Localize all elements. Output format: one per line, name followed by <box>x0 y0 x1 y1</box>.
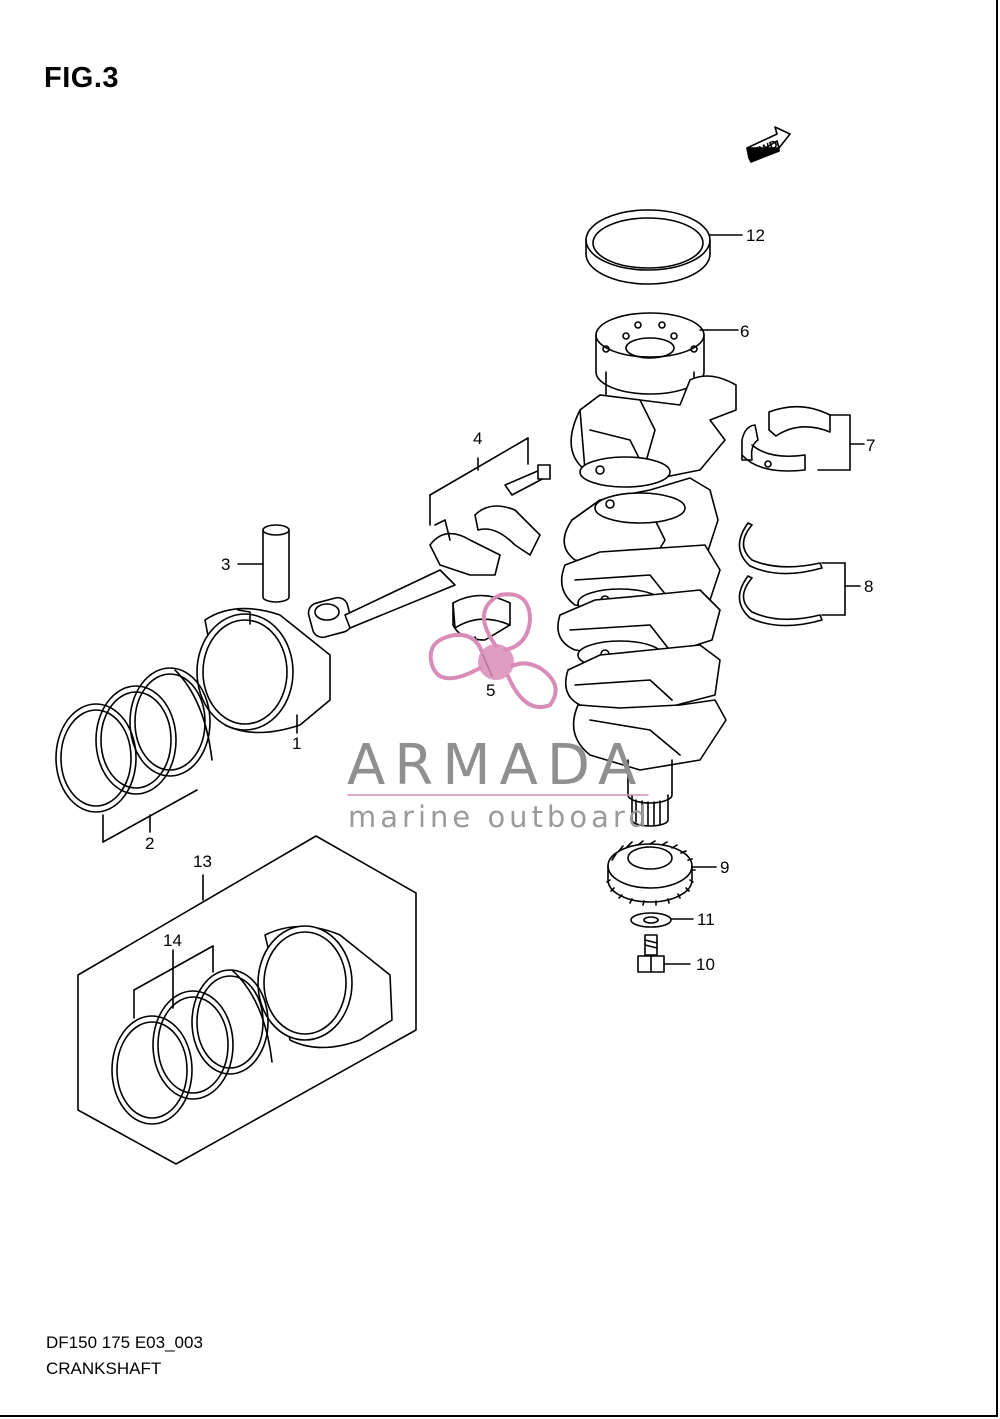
callout-13: 13 <box>193 852 212 871</box>
callout-14: 14 <box>163 931 182 950</box>
figure-title: FIG.3 <box>44 62 120 94</box>
part-3-piston-pin <box>237 524 290 603</box>
callout-9: 9 <box>720 858 730 877</box>
part-13-piston-set-box <box>77 835 417 1165</box>
part-4-connecting-rod <box>307 437 551 639</box>
callout-6: 6 <box>740 322 750 341</box>
callout-10: 10 <box>696 955 715 974</box>
callout-7: 7 <box>866 436 876 455</box>
watermark-brand: ARMADA <box>347 733 646 798</box>
part-9-gear <box>606 840 717 906</box>
section-name: CRANKSHAFT <box>46 1359 162 1378</box>
callout-4: 4 <box>473 429 483 448</box>
part-1-piston <box>196 607 331 734</box>
callout-11: 11 <box>697 910 715 929</box>
fwd-arrow-icon: FWD <box>746 126 791 163</box>
callout-12: 12 <box>746 226 765 245</box>
part-10-bolt <box>637 934 691 973</box>
part-14-ring-set <box>111 945 273 1125</box>
part-12-seal <box>585 209 743 285</box>
callout-8: 8 <box>864 577 874 596</box>
callout-2: 2 <box>145 834 155 853</box>
callout-5: 5 <box>486 681 496 700</box>
watermark-tagline: marine outboard <box>348 800 651 834</box>
part-13-piston <box>257 925 393 1049</box>
part-11-washer <box>630 912 694 928</box>
part-8-thrust-washers <box>738 522 861 627</box>
callout-3: 3 <box>221 555 231 574</box>
part-2-piston-rings <box>55 667 213 843</box>
callout-1: 1 <box>292 734 302 753</box>
model-code: DF150 175 E03_003 <box>46 1333 203 1352</box>
part-7-bearings <box>741 405 865 472</box>
part-6-crankshaft <box>557 312 739 827</box>
propeller-icon <box>428 592 558 709</box>
